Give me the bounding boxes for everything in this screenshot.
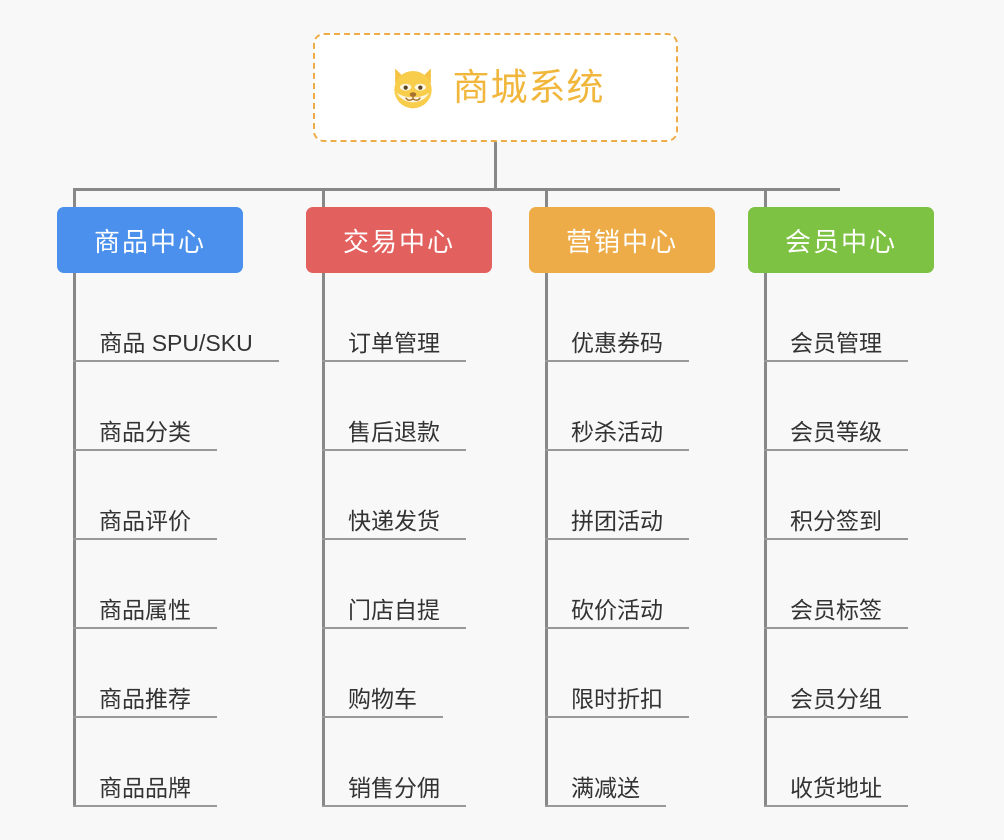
list-item[interactable]: 砍价活动 [545, 540, 689, 629]
list-item[interactable]: 满减送 [545, 718, 666, 807]
leaf-list: 会员管理 会员等级 积分签到 会员标签 会员分组 收货地址 [764, 273, 908, 807]
connector-drop-1 [73, 188, 76, 210]
leaf-label: 商品 SPU/SKU [99, 329, 253, 356]
list-item[interactable]: 商品属性 [73, 540, 217, 629]
leaf-label: 订单管理 [348, 329, 440, 356]
root-node-content: 商城系统 [387, 62, 605, 114]
list-item[interactable]: 快递发货 [322, 451, 466, 540]
list-item[interactable]: 订单管理 [322, 273, 466, 362]
leaf-label: 会员标签 [790, 596, 882, 623]
list-item[interactable]: 会员标签 [764, 540, 908, 629]
leaf-list: 优惠券码 秒杀活动 拼团活动 砍价活动 限时折扣 满减送 [545, 273, 689, 807]
list-item[interactable]: 商品 SPU/SKU [73, 273, 279, 362]
list-item[interactable]: 会员管理 [764, 273, 908, 362]
root-node[interactable]: 商城系统 [313, 33, 678, 142]
connector-root-stem [494, 142, 497, 190]
leaf-label: 秒杀活动 [571, 418, 663, 445]
leaf-label: 优惠券码 [571, 329, 663, 356]
category-label: 交易中心 [342, 226, 455, 257]
list-item[interactable]: 限时折扣 [545, 629, 689, 718]
leaf-label: 商品分类 [99, 418, 191, 445]
leaf-label: 售后退款 [348, 418, 440, 445]
column-trunk-line [545, 273, 548, 807]
leaf-label: 拼团活动 [571, 507, 663, 534]
leaf-label: 砍价活动 [571, 596, 663, 623]
list-item[interactable]: 商品推荐 [73, 629, 217, 718]
category-header-member-center[interactable]: 会员中心 [748, 207, 934, 273]
category-label: 商品中心 [93, 226, 206, 257]
leaf-label: 商品评价 [99, 507, 191, 534]
list-item[interactable]: 门店自提 [322, 540, 466, 629]
leaf-label: 商品品牌 [99, 774, 191, 801]
leaf-label: 满减送 [571, 774, 640, 801]
column-trunk-line [322, 273, 325, 807]
list-item[interactable]: 秒杀活动 [545, 362, 689, 451]
list-item[interactable]: 拼团活动 [545, 451, 689, 540]
category-header-trade-center[interactable]: 交易中心 [306, 207, 492, 273]
connector-drop-3 [545, 188, 548, 210]
column-trunk-line [73, 273, 76, 807]
leaf-label: 商品属性 [99, 596, 191, 623]
category-header-marketing-center[interactable]: 营销中心 [529, 207, 715, 273]
list-item[interactable]: 售后退款 [322, 362, 466, 451]
list-item[interactable]: 会员分组 [764, 629, 908, 718]
list-item[interactable]: 收货地址 [764, 718, 908, 807]
list-item[interactable]: 商品分类 [73, 362, 217, 451]
leaf-label: 销售分佣 [348, 774, 440, 801]
list-item[interactable]: 商品评价 [73, 451, 217, 540]
leaf-label: 购物车 [348, 685, 417, 712]
leaf-label: 会员分组 [790, 685, 882, 712]
list-item[interactable]: 购物车 [322, 629, 443, 718]
category-label: 会员中心 [784, 226, 897, 257]
list-item[interactable]: 会员等级 [764, 362, 908, 451]
leaf-label: 会员管理 [790, 329, 882, 356]
dog-face-icon [393, 68, 432, 108]
leaf-label: 限时折扣 [571, 685, 663, 712]
leaf-list: 订单管理 售后退款 快递发货 门店自提 购物车 销售分佣 [322, 273, 466, 807]
leaf-label: 积分签到 [790, 507, 882, 534]
leaf-label: 商品推荐 [99, 685, 191, 712]
leaf-label: 门店自提 [348, 596, 440, 623]
root-title: 商城系统 [452, 67, 605, 108]
connector-drop-2 [322, 188, 325, 210]
leaf-label: 会员等级 [790, 418, 882, 445]
list-item[interactable]: 优惠券码 [545, 273, 689, 362]
column-trunk-line [764, 273, 767, 807]
leaf-label: 快递发货 [348, 507, 440, 534]
connector-drop-4 [764, 188, 767, 210]
category-label: 营销中心 [565, 226, 678, 257]
list-item[interactable]: 商品品牌 [73, 718, 217, 807]
list-item[interactable]: 积分签到 [764, 451, 908, 540]
connector-bus [73, 188, 840, 191]
category-header-product-center[interactable]: 商品中心 [57, 207, 243, 273]
leaf-list: 商品 SPU/SKU 商品分类 商品评价 商品属性 商品推荐 商品品牌 [73, 273, 279, 807]
leaf-label: 收货地址 [790, 774, 882, 801]
list-item[interactable]: 销售分佣 [322, 718, 466, 807]
